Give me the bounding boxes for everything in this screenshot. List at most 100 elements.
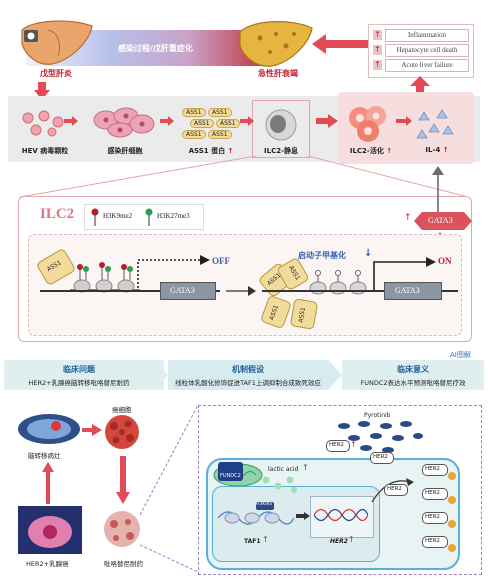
on-arrow-icon [373,257,436,290]
off-dotted-arrow-icon [137,255,210,288]
pathway-label: ILC2-活化 ↑ [336,146,406,156]
infected-cells-icon [93,107,155,138]
ass1-tag: ASS1 [182,108,206,117]
summary-text: HER2+乳腺癌脑转移吡咯替尼耐药 [28,379,130,387]
pathway-label-text: IL-4 [425,146,441,154]
lactate-molecules-icon [262,476,297,493]
zoom-connector-lines [19,156,469,198]
summary-column: 机制假设 线粒体乳酸化修饰促进TAF1上调抑制合成致死效应 [168,360,328,390]
right-arrow-icon [296,512,310,520]
summary-heading: 临床意义 [397,365,429,374]
gata3-output-label: GATA3 [428,216,453,225]
her2-receptor: HER2 [422,464,448,476]
ass1-label: ASS1 [268,304,281,322]
histone-legend: H3K9me2 H3K27me3 [84,204,204,230]
up-arrow-icon: ↑ [373,30,382,40]
on-label: ON [438,256,452,266]
right-arrow-icon [226,286,256,296]
right-arrow-icon [316,114,338,128]
pathway-label: IL-4 ↑ [402,146,472,154]
up-arrow-icon: ↑ [440,146,449,154]
ass1-label: ASS1 [45,259,63,274]
brain-label: 脑转移病灶 [28,452,61,460]
up-arrow-icon: ↑ [350,440,357,449]
summary-heading: 临床问题 [63,365,95,374]
up-arrow-icon: ↑ [262,535,269,544]
pathway-label: 感染肝细胞 [90,146,160,156]
resting-ilc2-cell-icon [265,109,297,141]
cancer-cell-icon [105,415,139,449]
ass1-tag: ASS1 [208,108,232,117]
top-panel: 感染过程/戊肝重症化 戊型肝炎 急性肝衰竭 ↑ Inflammation ↑ H… [8,20,480,342]
chevron-divider [328,360,342,390]
her2-label: HER2 [425,538,440,544]
legend-label-h3k27me3: H3K27me3 [157,212,190,220]
her2-label: HER2 [425,490,440,496]
gata3-gene-left [160,282,216,300]
summary-heading: 机制假设 [232,365,264,374]
ass1-tag: ASS1 [182,130,206,139]
ass1-label: ASS1 [297,306,308,324]
zoom-connector-lines [140,405,199,573]
pathway-label-text: ILC2-活化 [349,147,384,155]
up-arrow-icon: ↑ [373,45,382,55]
lactic-acid-label: lactic acid [268,466,299,473]
ilc2-resting-highlight [252,100,310,158]
il4-molecules-icon [416,109,454,139]
her2-receptor: HER2 [384,484,408,496]
her2-receptor: HER2 [422,512,448,524]
activated-ilc2-cells-icon [349,106,386,142]
summary-text: 线粒体乳酸化修饰促进TAF1上调抑制合成致死效应 [175,379,321,387]
up-arrow-icon: ↑ [225,147,234,155]
her2-label: HER2 [425,466,440,472]
up-arrow-icon: ↑ [383,147,393,155]
membrane-her2-column: HER2 HER2 HER2 HER2 [420,464,460,560]
outcome-label: Acute liver failure [385,59,469,72]
resistant-cell-icon [104,511,140,547]
progress-banner-label: 感染过程/戊肝重症化 [118,44,193,53]
her2-label: HER2 [425,514,440,520]
outcome-row: ↑ Inflammation [373,29,469,42]
pathway-label: ASS1 蛋白 ↑ [176,146,246,156]
virus-particles-icon [22,110,64,137]
ass1-tag: ASS1 [190,119,214,128]
up-arrow-icon [410,76,430,96]
off-label: OFF [212,256,230,266]
outcome-row: ↑ Hepatocyte cell death [373,44,469,57]
stage-failure-label: 急性肝衰竭 [258,69,298,78]
up-arrow-icon: ↑ [373,60,382,70]
ass1-protein-cluster: ASS1 ASS1 ASS1 ASS1 ASS1 ASS1 [178,106,244,142]
outcome-row: ↑ Acute liver failure [373,59,469,72]
her2-label: HER2 [329,442,344,448]
membrane-bridge-icon [448,472,456,552]
up-arrow-icon [432,166,444,212]
her2-receptor: HER2 [422,488,448,500]
nucleosome-chromatin-icon [70,262,140,293]
taf1-label: TAF1 [244,538,261,545]
up-arrow-icon: ↑ [348,535,355,544]
nucleosome-open-icon [309,270,367,295]
right-arrow-icon [240,116,254,126]
pathway-label: HEV 病毒颗粒 [10,146,80,156]
outcome-label: Hepatocyte cell death [385,44,469,57]
her2-receptor: HER2 [422,536,448,548]
ilc2-title: ILC2 [40,206,75,222]
mechanism-frame [198,405,482,575]
right-arrow-icon [160,116,174,126]
her2-gene-label: HER2 [330,538,348,545]
healthy-liver-icon [21,20,93,65]
summary-column: 临床问题 HER2+乳腺癌脑转移吡咯替尼耐药 [4,360,164,390]
her2-label: HER2 [373,454,388,460]
summary-column: 临床意义 FUNDC2表达水平预测吡咯替尼疗效 [342,360,484,390]
her2-receptor: HER2 [370,452,394,464]
pyrotinib-label: Pyrotinib [364,412,391,419]
dna-helix-icon [314,508,368,522]
pathway-label-text: ASS1 蛋白 [188,147,226,155]
cancer-cell-label: 癌细胞 [112,406,132,414]
up-arrow-icon: ↑ [302,463,309,472]
h3k9me2-pin-icon [91,208,99,226]
gata3-gene-right [384,282,442,300]
ass1-label: ASS1 [287,264,302,282]
gata3-gene-left-label: GATA3 [170,286,195,295]
down-arrow-icon [34,82,50,100]
